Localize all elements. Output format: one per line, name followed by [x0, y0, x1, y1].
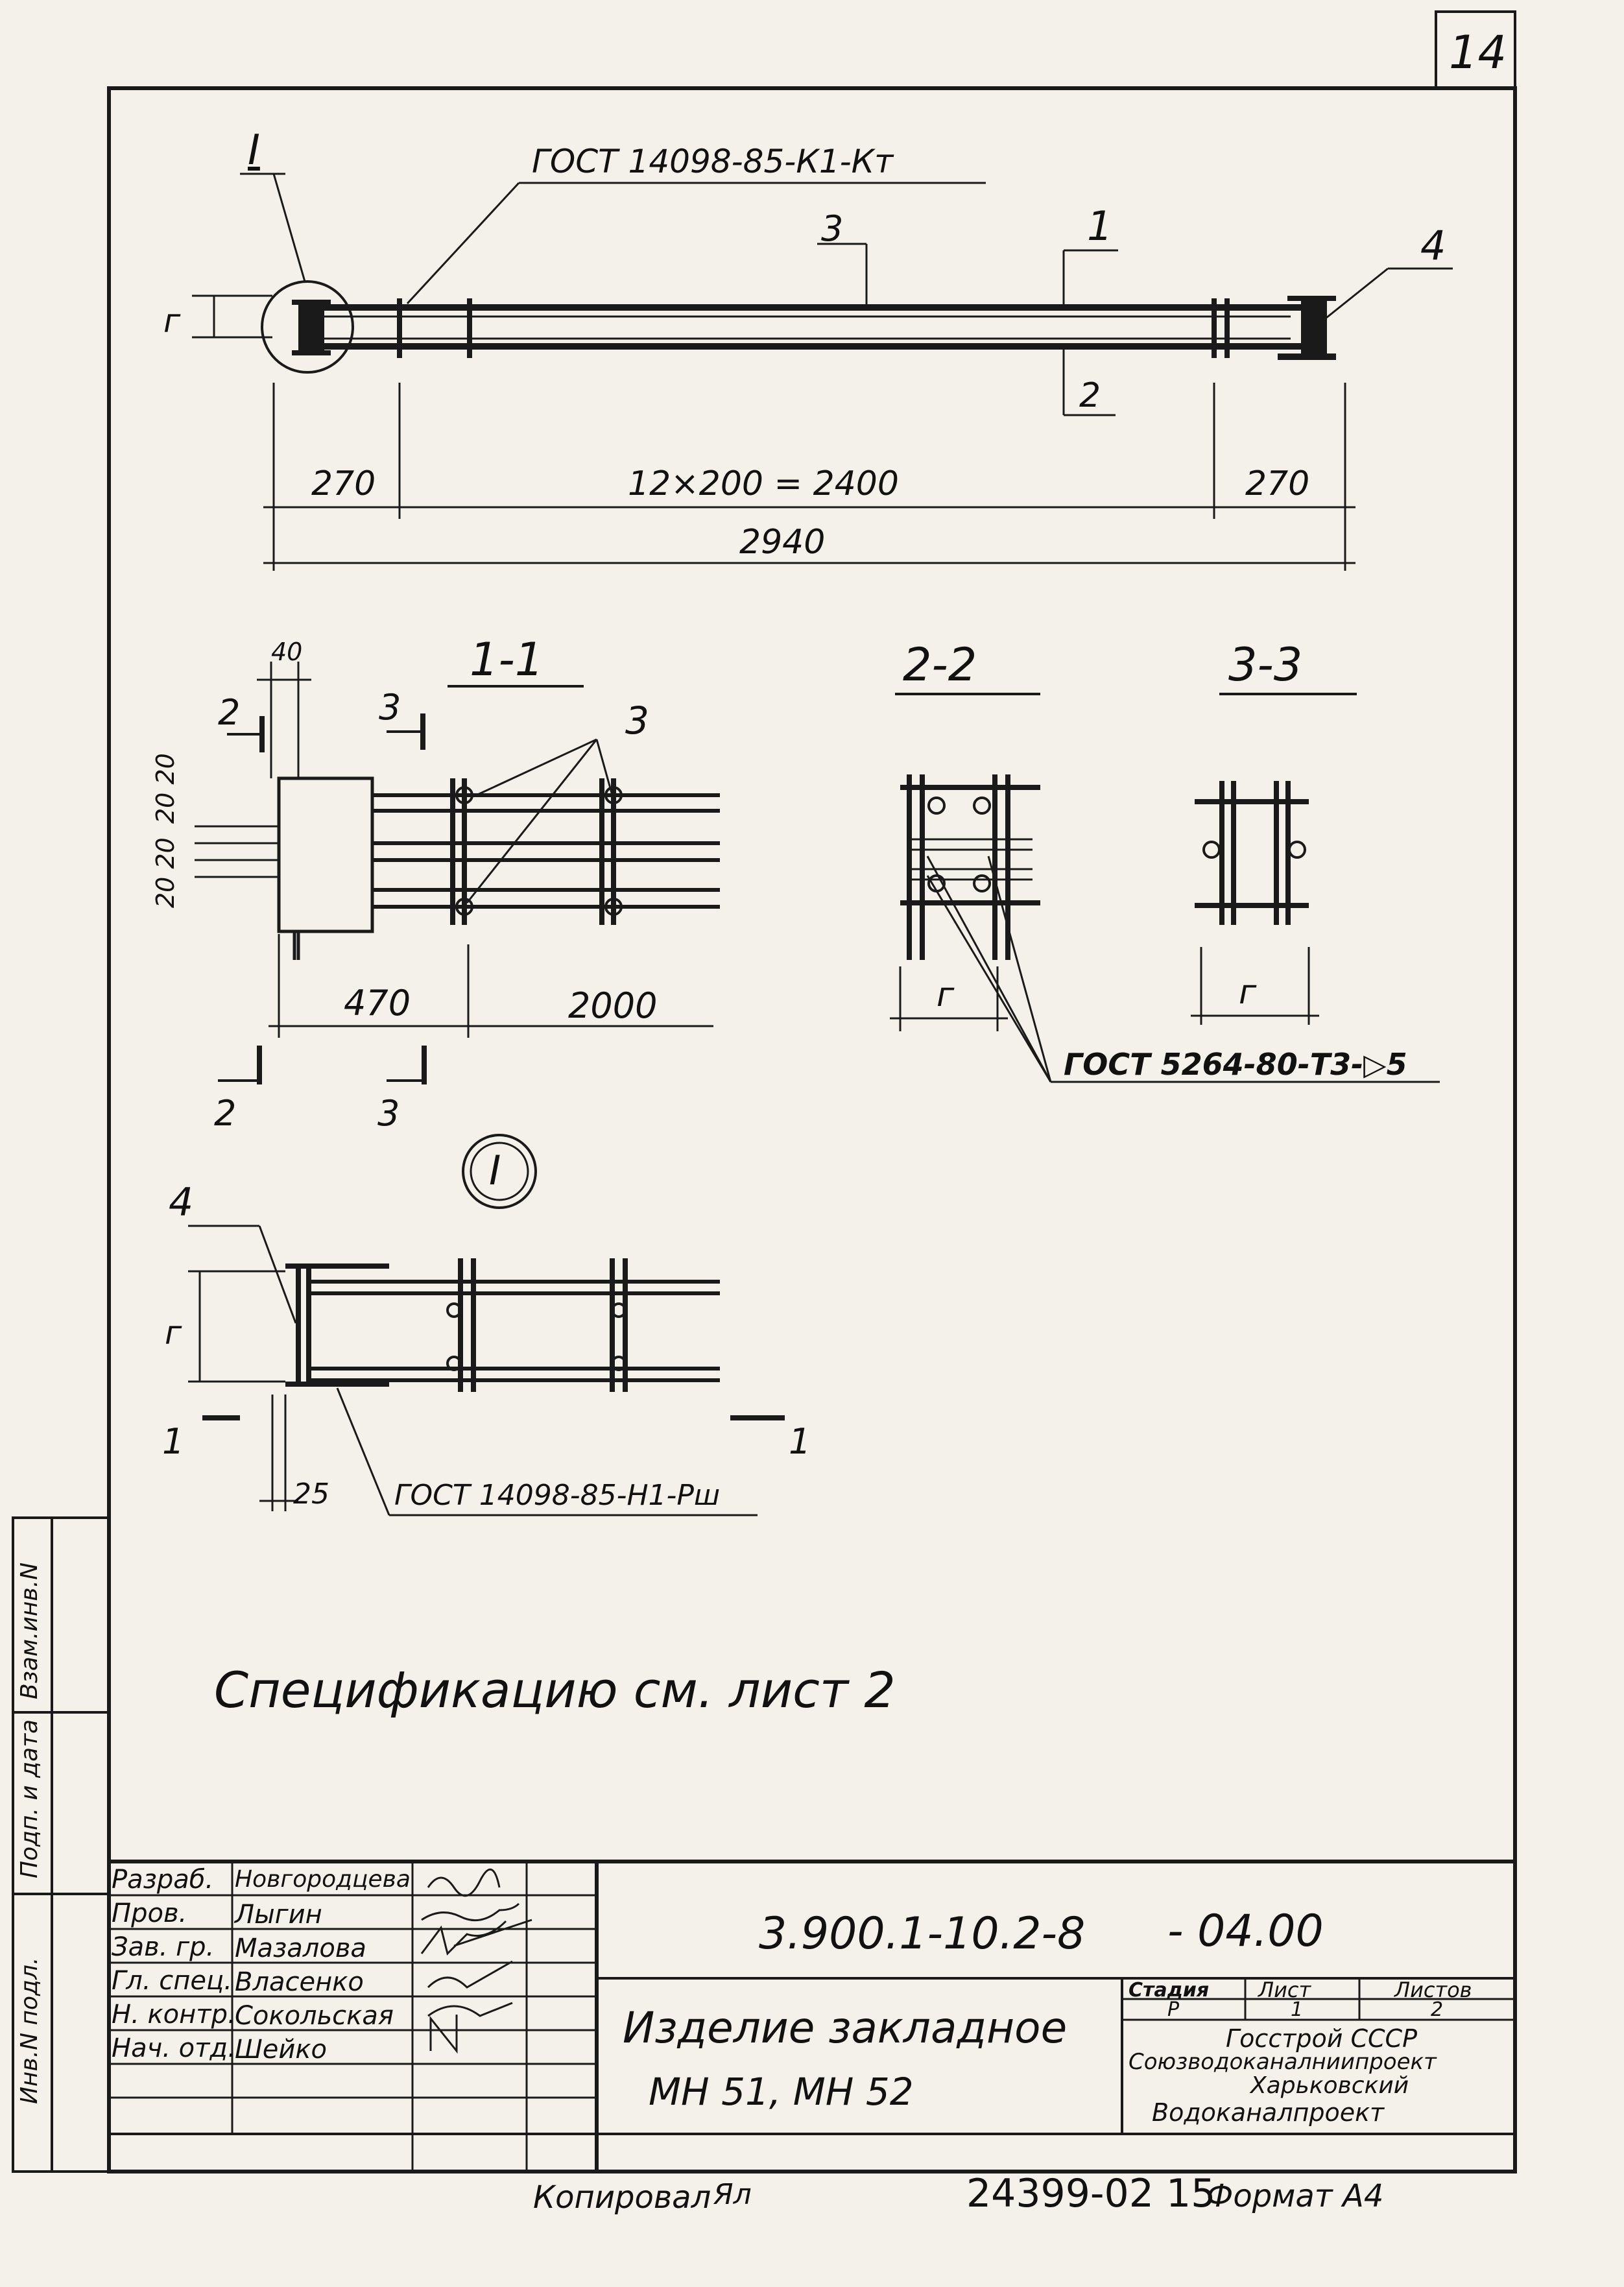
- sheet-frame: [107, 86, 1517, 2173]
- role-norm-control: Н. контр.: [112, 2000, 236, 2030]
- sheets-header: Листов: [1394, 1978, 1472, 2002]
- org-line-3: Харьковский: [1250, 2072, 1409, 2099]
- detail-weld-label: ГОСТ 14098-85-Н1-Рш: [394, 1479, 721, 1512]
- designation: 3.900.1-10.2-8: [759, 1908, 1086, 1959]
- org-line-4: Водоканалпроект: [1152, 2098, 1385, 2127]
- section-3-3-title: 3-3: [1228, 638, 1303, 691]
- name-chief-specialist: Власенко: [235, 1967, 364, 1997]
- role-group-head: Зав. гр.: [112, 1932, 215, 1962]
- role-dept-head: Нач. отд.: [112, 2033, 236, 2063]
- item-name-line-1: Изделие закладное: [623, 2003, 1068, 2053]
- dim-470: 470: [344, 983, 411, 1024]
- position-1-label: 1: [1087, 202, 1113, 250]
- item-name-line-2: МН 51, МН 52: [649, 2070, 914, 2114]
- copied-label: Копировал: [533, 2179, 711, 2216]
- detail-position-4: 4: [169, 1180, 194, 1225]
- org-line-2: Союзводоканалниипроект: [1128, 2049, 1437, 2075]
- dim-right-270: 270: [1245, 464, 1310, 503]
- format-label: Формат А4: [1206, 2178, 1384, 2214]
- weld-label-top: ГОСТ 14098-85-К1-Кт: [532, 143, 894, 180]
- role-chief-specialist: Гл. спец.: [112, 1966, 232, 1996]
- dim-g-main: г: [163, 302, 181, 340]
- detail-I-title: I: [489, 1147, 501, 1194]
- detail-dim-g: г: [165, 1314, 182, 1352]
- designation-suffix: - 04.00: [1167, 1906, 1324, 1957]
- section-2-2-title: 2-2: [903, 638, 977, 691]
- sheet-header: Лист: [1258, 1978, 1311, 2002]
- dim-2000: 2000: [568, 985, 658, 1026]
- stage-value: Р: [1167, 1998, 1180, 2021]
- name-group-head: Мазалова: [235, 1934, 366, 1963]
- sheet-number: 14: [1449, 26, 1507, 79]
- side-stamp-frame: [12, 1516, 110, 2173]
- weld-label-sections: ГОСТ 5264-80-Т3-▷5: [1064, 1047, 1407, 1082]
- dim-g-section-2: г: [937, 976, 955, 1014]
- position-3-label: 3: [821, 208, 844, 249]
- callout-label-I: I: [248, 126, 260, 174]
- detail-cut-1-left: 1: [162, 1421, 185, 1462]
- position-4-label: 4: [1420, 222, 1446, 269]
- dim-40: 40: [271, 638, 303, 666]
- name-developed: Новгородцева: [235, 1866, 411, 1893]
- position-3-section: 3: [625, 699, 649, 743]
- detail-dim-25: 25: [293, 1478, 329, 1511]
- cut-2-top: 2: [218, 692, 241, 733]
- dim-g-section-3: г: [1239, 973, 1257, 1012]
- name-dept-head: Шейко: [235, 2035, 328, 2065]
- role-checked: Пров.: [112, 1898, 187, 1928]
- sheet-value: 1: [1291, 1998, 1304, 2021]
- spec-note: Спецификацию см. лист 2: [214, 1661, 896, 1719]
- name-norm-control: Сокольская: [235, 2001, 394, 2031]
- cut-3-top: 3: [379, 687, 401, 728]
- sheets-value: 2: [1431, 1998, 1444, 2021]
- stage-header: Стадия: [1128, 1979, 1210, 2002]
- detail-cut-1-right: 1: [789, 1421, 811, 1462]
- name-checked: Лыгин: [235, 1900, 322, 1930]
- org-line-1: Госстрой СССР: [1226, 2024, 1418, 2053]
- section-1-1-title: 1-1: [470, 633, 544, 686]
- position-2-label: 2: [1079, 376, 1101, 415]
- dim-total-2940: 2940: [739, 523, 826, 562]
- sheet-number-box: [1435, 10, 1516, 90]
- role-developed: Разраб.: [112, 1865, 214, 1895]
- detail-title-circle: [462, 1134, 537, 1209]
- dim-left-270: 270: [311, 464, 376, 503]
- cut-2-bottom: 2: [214, 1093, 237, 1134]
- order-number: 24399-02 15: [966, 2171, 1216, 2216]
- cut-3-bottom: 3: [377, 1093, 400, 1134]
- copied-signature: Ял: [713, 2178, 752, 2211]
- dim-mid-2400: 12×200 = 2400: [628, 464, 899, 503]
